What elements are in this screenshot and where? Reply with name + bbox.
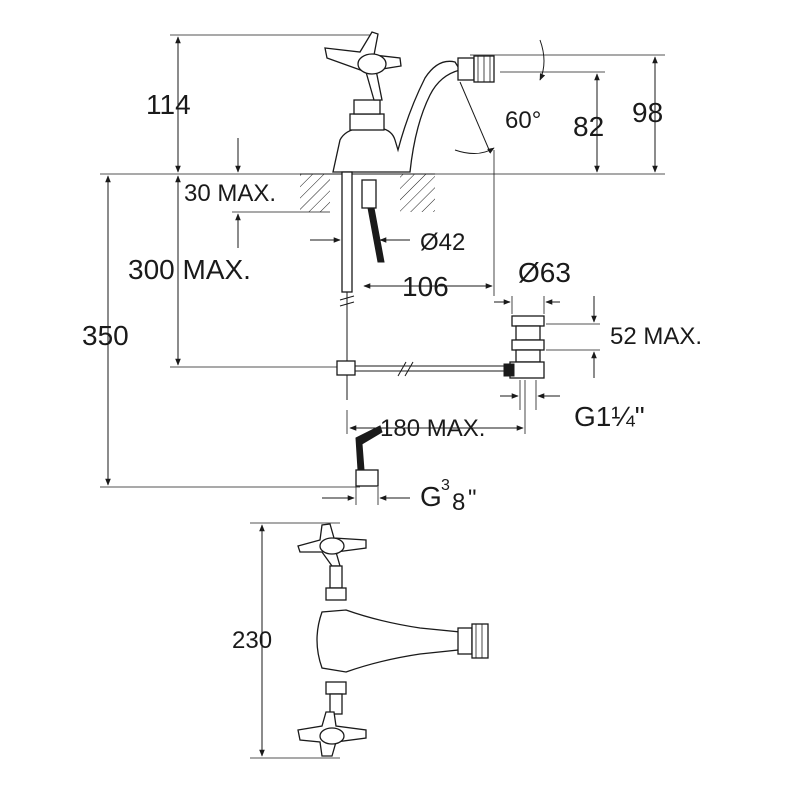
dia-42-label: Ø42	[420, 229, 465, 256]
dim-82-label: 82	[573, 111, 604, 142]
hose-fitting	[355, 469, 379, 487]
thread-g38-sup: 3	[441, 477, 450, 494]
dim-30max-label: 30 MAX.	[184, 180, 276, 207]
thread-g38-prefix: G	[420, 481, 442, 512]
top-view: 230	[232, 522, 489, 759]
dim-52max-label: 52 MAX.	[610, 323, 702, 350]
dim-98-label: 98	[632, 97, 663, 128]
top-body	[316, 609, 461, 673]
supply-shank	[341, 171, 353, 293]
dim-180max-label: 180 MAX.	[380, 415, 485, 442]
dia-63-label: Ø63	[518, 257, 571, 288]
dim-106-label: 106	[402, 271, 449, 302]
waste-top	[511, 315, 545, 327]
thread-g114-label: G1¼"	[574, 401, 645, 432]
dim-114-label: 114	[146, 89, 191, 120]
spout-nozzle	[457, 57, 475, 81]
dim-350-label: 350	[82, 320, 129, 351]
dim-230-label: 230	[232, 627, 272, 654]
dim-60deg-label: 60°	[505, 107, 541, 134]
dim-300max-label: 300 MAX.	[128, 254, 251, 285]
thread-g38-suffix: "	[468, 485, 477, 512]
thread-g38-sub: 8	[452, 489, 465, 516]
side-view: 114 30 MAX. 300 MAX. 350 60° 82	[82, 31, 702, 516]
